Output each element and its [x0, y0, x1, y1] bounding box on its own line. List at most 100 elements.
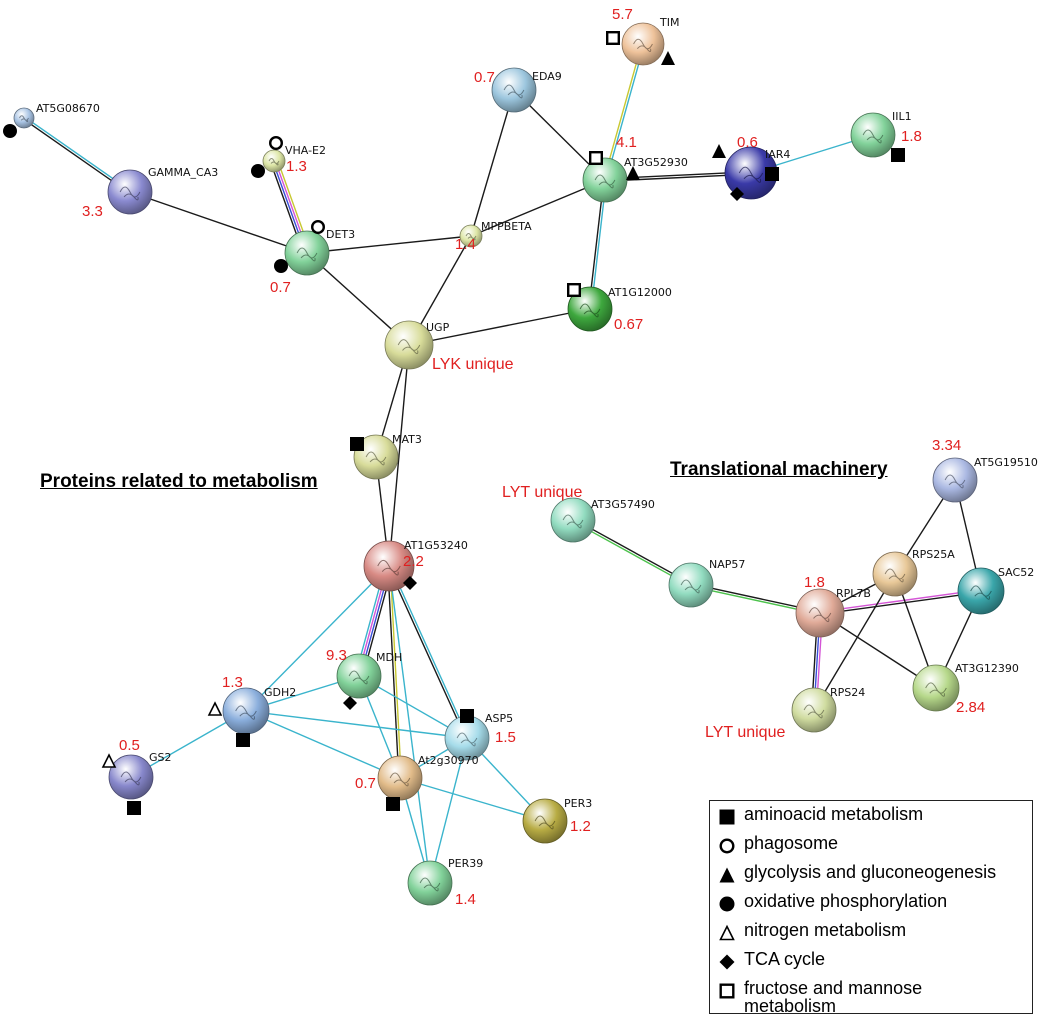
edge-strand	[813, 573, 896, 711]
protein-structure-icon	[534, 815, 556, 830]
edge	[388, 565, 431, 884]
protein-structure-icon	[970, 585, 992, 600]
edge-strand	[388, 344, 410, 567]
filled-triangle-icon	[712, 144, 726, 158]
legend-label: TCA cycle	[744, 949, 826, 969]
protein-structure-icon	[925, 682, 947, 697]
edge-strand	[306, 235, 472, 254]
node-label: MDH	[376, 651, 402, 664]
open-square-icon	[589, 150, 604, 165]
protein-node[interactable]: UGP	[384, 320, 450, 370]
filled-triangle-icon	[661, 51, 675, 65]
node-value: 1.8	[901, 128, 922, 145]
filled-square-icon	[460, 709, 474, 723]
edge	[470, 89, 515, 237]
node-label: MAT3	[392, 433, 422, 446]
legend-symbol-filled-diamond-icon	[719, 954, 735, 970]
protein-node[interactable]: AT3G57490	[550, 497, 655, 543]
edge	[245, 565, 390, 712]
filled-square-icon	[236, 733, 250, 747]
edge-strand	[388, 565, 431, 884]
node-label: ASP5	[485, 712, 513, 725]
filled-circle-icon	[3, 124, 17, 138]
node-label: RPL7B	[836, 587, 871, 600]
node-label: AT1G12000	[608, 286, 672, 299]
edge-strand	[429, 737, 468, 884]
open-circle-icon	[269, 135, 284, 150]
edge	[813, 573, 896, 711]
protein-node[interactable]: VHA-E21.3	[262, 144, 326, 175]
protein-structure-icon	[296, 247, 318, 262]
edge	[470, 179, 606, 237]
edge-strand	[389, 565, 469, 738]
edge-strand	[245, 710, 468, 739]
node-label: SAC52	[998, 566, 1034, 579]
legend-item: phagosome	[718, 834, 1032, 863]
open-triangle-icon	[101, 753, 117, 768]
legend-item: oxidative phosphorylation	[718, 892, 1032, 921]
protein-structure-icon	[268, 158, 280, 166]
node-value: 3.3	[82, 203, 103, 220]
node-value: 2.84	[956, 699, 985, 716]
node-label: RPS25A	[912, 548, 955, 561]
protein-node[interactable]: AT5G08670	[13, 102, 100, 129]
protein-node[interactable]: NAP57	[668, 558, 745, 608]
protein-node[interactable]: AT5G19510 3.34	[932, 437, 1038, 503]
node-label: AT5G19510	[974, 456, 1038, 469]
node-value: 3.34	[932, 437, 961, 454]
legend-symbol-open-triangle-icon	[719, 924, 735, 941]
protein-structure-icon	[377, 559, 401, 576]
edge	[819, 589, 982, 615]
filled-square-icon	[350, 437, 364, 451]
unique-label: LYK unique	[432, 356, 514, 373]
node-label: AT5G08670	[36, 102, 100, 115]
filled-diamond-icon	[730, 187, 744, 201]
node-value: 0.6	[737, 134, 758, 151]
legend-label: fructose and mannose metabolism	[744, 978, 923, 1016]
edge-strand	[572, 520, 691, 587]
node-value: 1.2	[570, 818, 591, 835]
filled-square-icon	[765, 167, 779, 181]
translation-section-title: Translational machinery	[670, 459, 888, 480]
open-square-icon	[606, 31, 621, 46]
protein-node[interactable]: MAT3	[353, 433, 422, 480]
node-label: NAP57	[709, 558, 745, 571]
edge	[399, 777, 546, 822]
protein-node[interactable]: SAC52	[957, 566, 1034, 615]
node-value: 0.5	[119, 737, 140, 754]
protein-structure-icon	[365, 451, 387, 466]
protein-structure-icon	[738, 166, 764, 183]
node-label: MPPBETA	[481, 220, 532, 233]
open-triangle-icon	[207, 701, 223, 716]
filled-diamond-icon	[343, 696, 357, 710]
filled-square-icon	[386, 797, 400, 811]
protein-node[interactable]: RPS25A	[872, 548, 955, 597]
node-label: AT3G52930	[624, 156, 688, 169]
node-label: UGP	[426, 321, 450, 334]
protein-node[interactable]: RPS24	[791, 686, 865, 733]
node-label: RPS24	[830, 686, 865, 699]
filled-circle-icon	[251, 164, 265, 178]
edge	[408, 308, 591, 346]
node-label: DET3	[326, 228, 355, 241]
protein-structure-icon	[884, 568, 906, 583]
